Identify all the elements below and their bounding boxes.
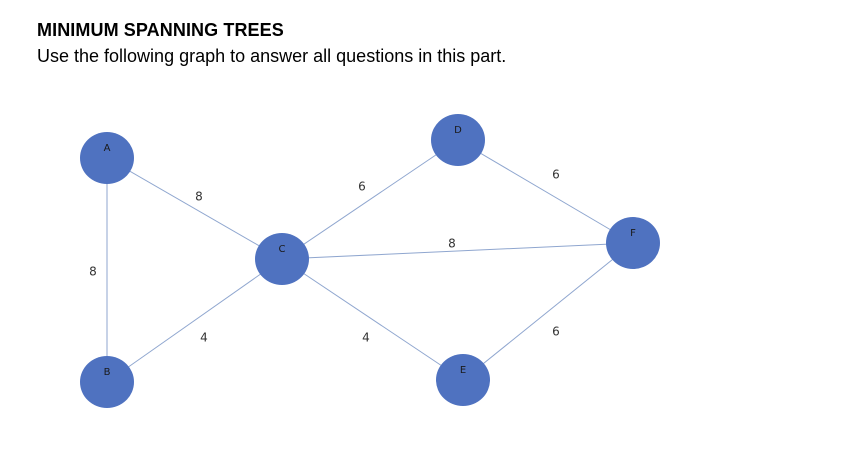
edge-weight-a-c: 8 (195, 190, 203, 204)
node-circle-d (431, 114, 485, 166)
node-a: A (80, 132, 134, 184)
node-circle-b (80, 356, 134, 408)
edge-c-e (281, 258, 464, 381)
edges-layer: 8 8 4 6 8 4 6 6 (89, 139, 634, 383)
edge-weight-b-c: 4 (200, 331, 208, 345)
edge-d-f (457, 139, 634, 244)
node-f: F (606, 217, 660, 269)
node-circle-e (436, 354, 490, 406)
node-circle-a (80, 132, 134, 184)
edge-weight-d-f: 6 (552, 168, 560, 182)
nodes-layer: A B C D E F (80, 114, 660, 408)
edge-weight-e-f: 6 (552, 325, 560, 339)
edge-c-d (281, 139, 459, 260)
edge-weight-c-d: 6 (358, 180, 366, 194)
node-label-d: D (454, 125, 462, 136)
edge-a-c (106, 157, 283, 260)
node-d: D (431, 114, 485, 166)
edge-weight-a-b: 8 (89, 265, 97, 279)
edge-c-f (281, 242, 634, 260)
node-circle-f (606, 217, 660, 269)
node-label-e: E (460, 365, 466, 376)
node-e: E (436, 354, 490, 406)
edge-weight-c-e: 4 (362, 331, 370, 345)
node-label-b: B (104, 367, 111, 378)
edge-e-f (462, 242, 634, 381)
page-title: MINIMUM SPANNING TREES (37, 20, 284, 40)
node-label-f: F (630, 228, 636, 239)
node-circle-c (255, 233, 309, 285)
node-c: C (255, 233, 309, 285)
node-label-c: C (279, 244, 286, 255)
node-label-a: A (104, 143, 111, 154)
instruction-text: Use the following graph to answer all qu… (37, 46, 507, 66)
node-b: B (80, 356, 134, 408)
edge-weight-c-f: 8 (448, 237, 456, 251)
edge-b-c (106, 258, 283, 383)
